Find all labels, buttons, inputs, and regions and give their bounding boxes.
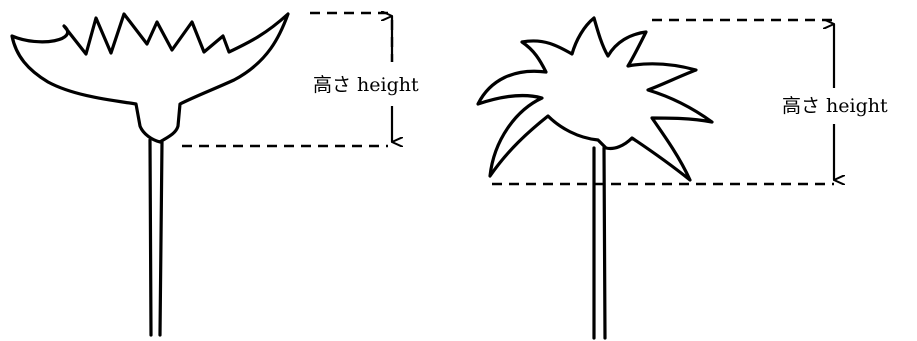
right-height-label: 高さ height [782, 95, 888, 117]
right-flower [476, 16, 714, 340]
left-flower-head [10, 12, 290, 144]
right-height-measure [492, 18, 834, 186]
left-flower [10, 12, 290, 337]
left-height-measure [182, 13, 392, 148]
left-height-label: 高さ height [313, 74, 419, 96]
left-flower-stem [148, 138, 164, 337]
right-flower-stem [592, 146, 607, 340]
right-flower-head [476, 16, 714, 182]
